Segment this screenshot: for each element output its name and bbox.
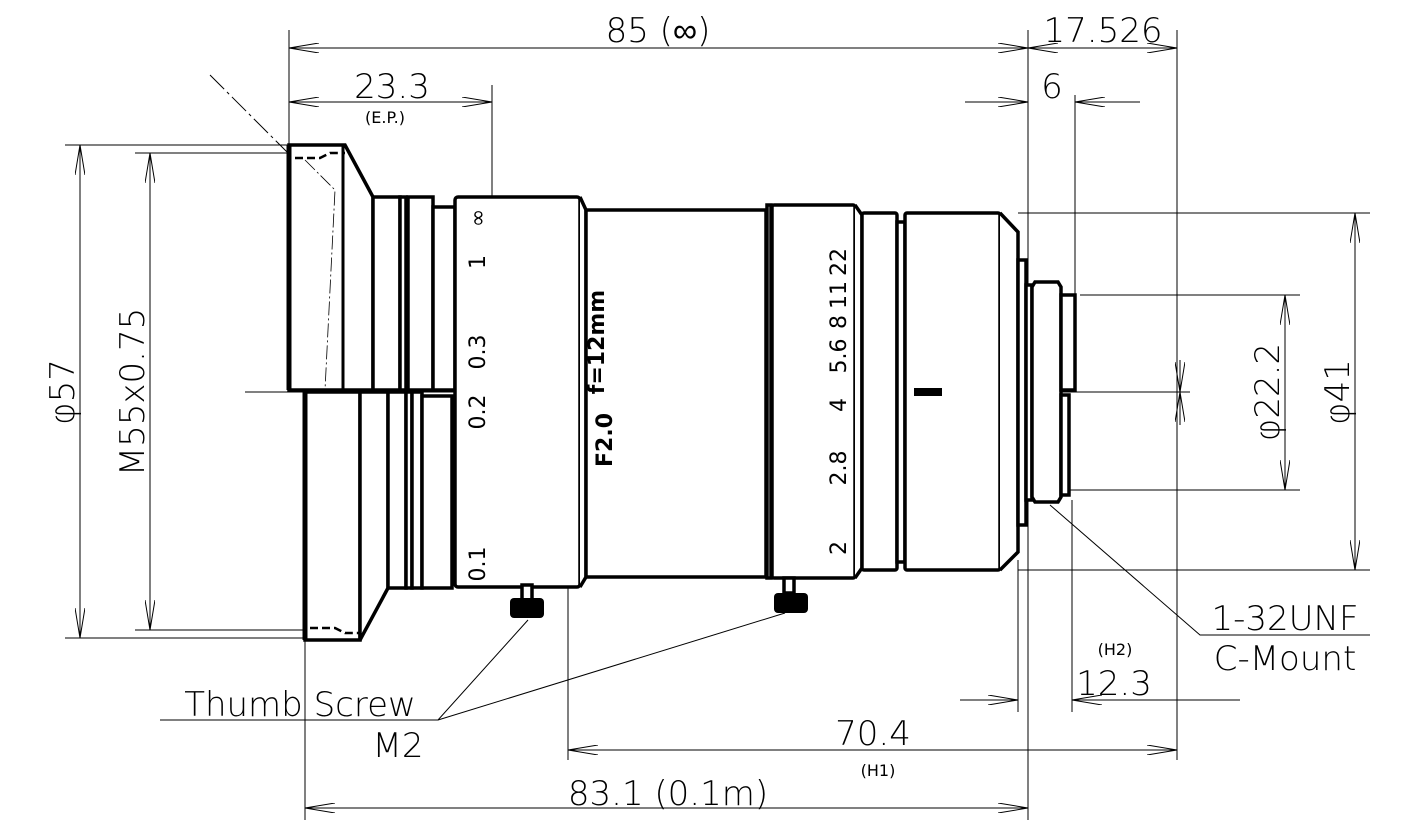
label-h2: (H2) — [1098, 640, 1133, 659]
focus-mark: 1 — [466, 255, 491, 269]
label-h1: (H1) — [861, 761, 896, 780]
lens-body — [286, 143, 1077, 642]
dim-overall-length: 85 (∞) — [606, 11, 711, 51]
callout-mount-thread: 1-32UNF — [1211, 599, 1358, 639]
callout-thumb-screw: Thumb Screw — [184, 685, 416, 725]
dim-mount-diameter: φ22.2 — [1248, 343, 1288, 441]
aperture-mark: 5.6 — [827, 339, 852, 374]
aperture-mark: 2 — [827, 541, 852, 555]
thumb-screw-focus — [510, 583, 544, 618]
dim-entrance-pupil: 23.3 — [354, 67, 430, 107]
focus-mark: 0.3 — [466, 335, 491, 370]
dim-flange-depth: 6 — [1041, 67, 1063, 107]
dim-front-diameter: φ57 — [43, 359, 83, 425]
dim-back-length: 17.526 — [1044, 11, 1163, 51]
focus-scale: ∞ 1 0.3 0.2 0.1 — [466, 209, 491, 582]
aperture-mark: 8 — [827, 315, 852, 329]
aperture-scale: 22 11 8 5.6 4 2.8 2 — [827, 248, 852, 555]
dimension-lines — [80, 48, 1355, 808]
aperture-mark: 22 — [827, 248, 852, 276]
leader-lines — [160, 504, 1370, 721]
dim-h2: 12.3 — [1076, 664, 1152, 704]
callout-thumb-screw-size: M2 — [373, 726, 424, 766]
callout-mount-type: C-Mount — [1214, 639, 1357, 679]
aperture-mark: 11 — [827, 281, 852, 309]
focus-mark: 0.1 — [466, 547, 491, 582]
aperture-mark: 2.8 — [827, 451, 852, 486]
index-mark — [914, 388, 942, 396]
thumb-screw-iris — [774, 576, 808, 613]
dim-close-focus-length: 83.1 (0.1m) — [568, 774, 768, 814]
focal-length-marking: f=12mm — [585, 290, 610, 394]
dim-rear-diameter: φ41 — [1318, 359, 1358, 425]
focus-mark: 0.2 — [466, 395, 491, 430]
dim-filter-thread: M55x0.75 — [113, 308, 153, 476]
max-aperture-marking: F2.0 — [593, 413, 618, 467]
focus-mark: ∞ — [466, 209, 491, 227]
aperture-mark: 4 — [827, 398, 852, 412]
label-entrance-pupil: (E.P.) — [365, 108, 405, 127]
dim-h1: 70.4 — [835, 714, 911, 754]
